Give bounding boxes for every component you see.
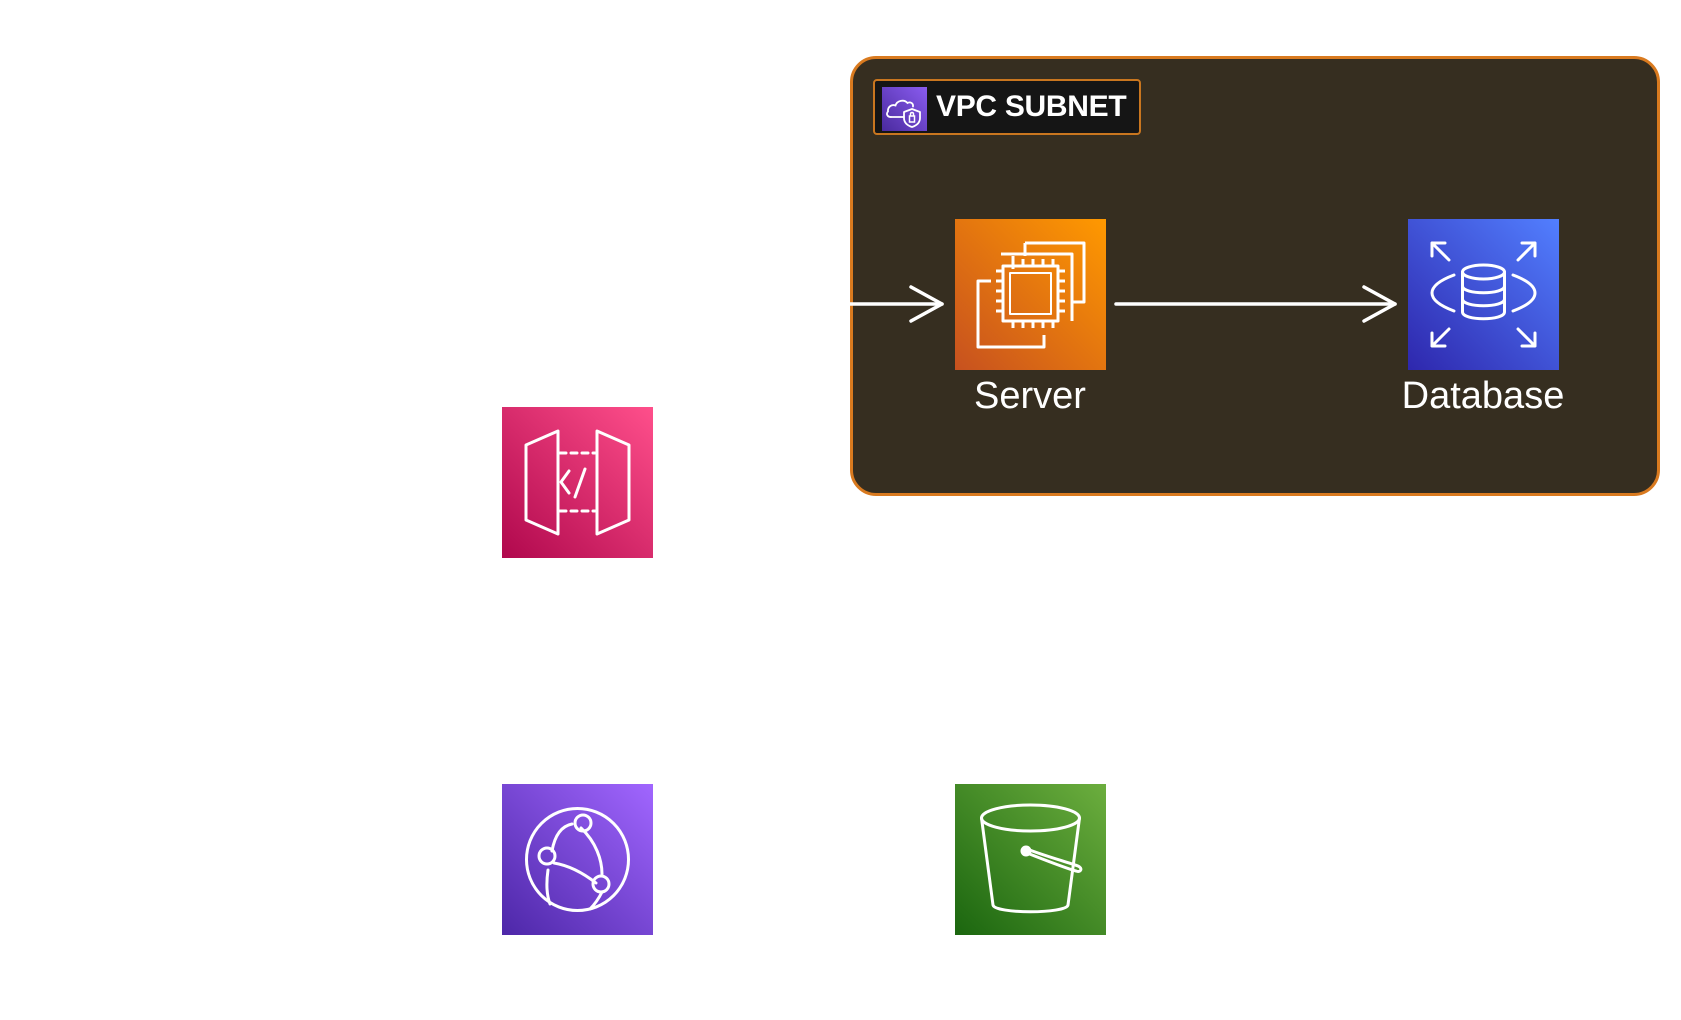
vpc-subnet-group-label: VPC SUBNET [873,79,1141,135]
vpc-cloud-shield-icon [882,87,927,131]
server-label: Server [974,375,1086,417]
ec2-chip-icon [976,241,1086,349]
database-node[interactable] [1408,219,1559,370]
database-label: Database [1401,375,1565,417]
s3-bucket-icon [980,803,1083,914]
api-gateway-node[interactable] [502,407,653,558]
vpc-subnet-label: VPC SUBNET [936,90,1127,123]
s3-bucket-node[interactable] [955,784,1106,935]
rds-database-icon [1430,241,1537,348]
server-node[interactable] [955,219,1106,370]
cloudfront-cdn-node[interactable] [502,784,653,935]
cloudfront-globe-icon [525,807,630,912]
api-gateway-icon [524,429,631,536]
